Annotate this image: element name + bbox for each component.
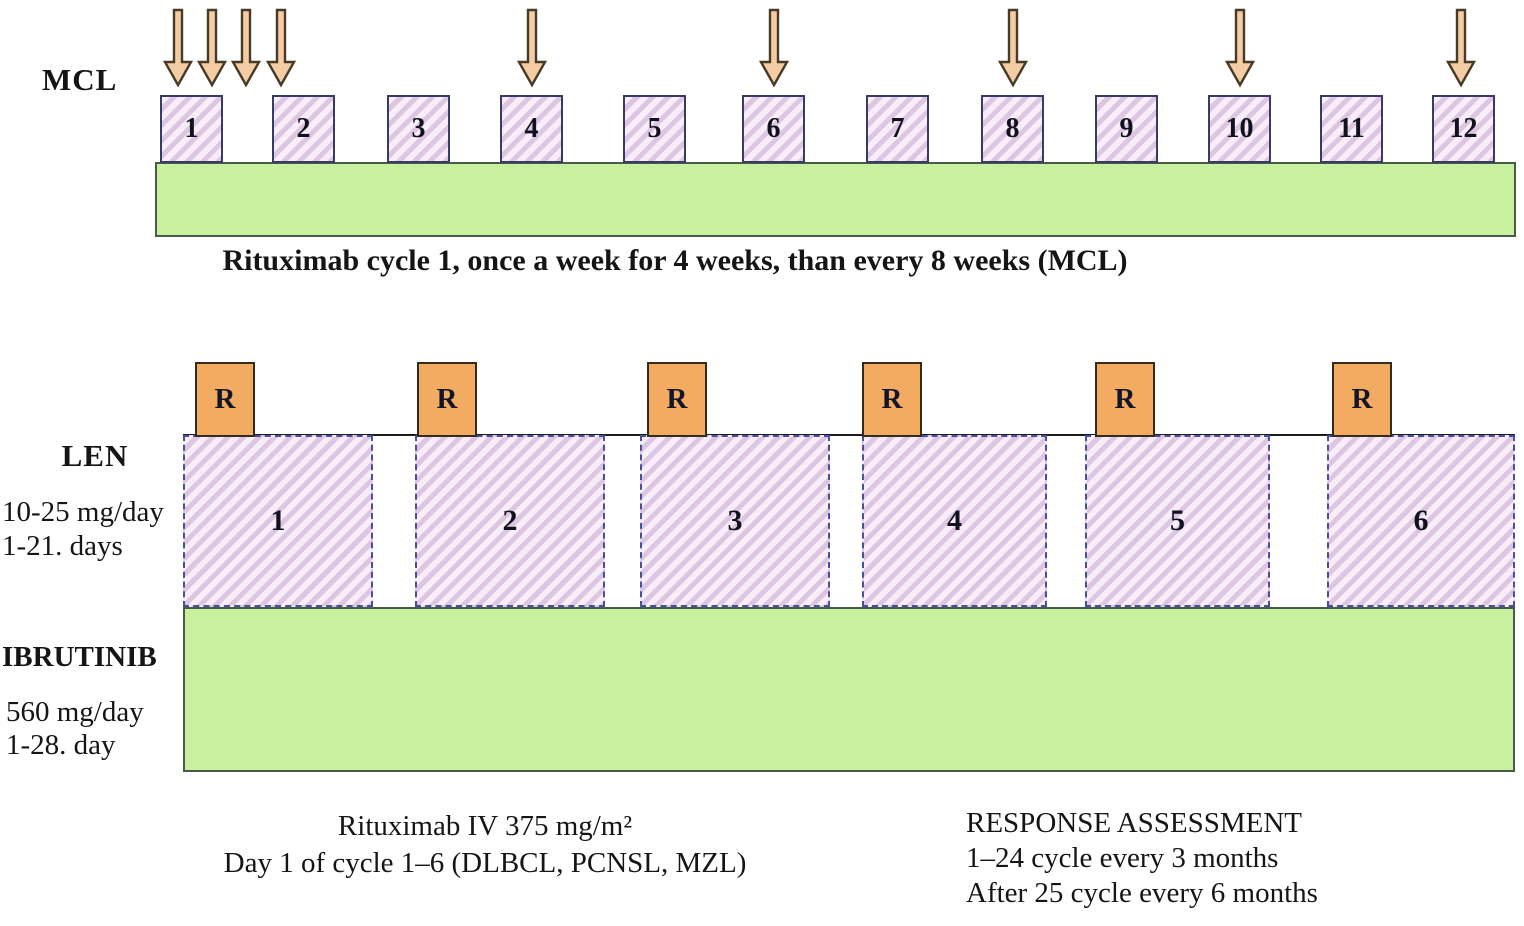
rituximab-iv-caption-line2: Day 1 of cycle 1–6 (DLBCL, PCNSL, MZL) <box>223 847 747 879</box>
rituximab-r-box: R <box>647 362 707 437</box>
response-assessment-title: RESPONSE ASSESSMENT <box>966 807 1303 839</box>
rituximab-dose-arrow-icon <box>231 8 261 88</box>
len-cycle-box: 3 <box>640 435 830 607</box>
mcl-cycle-number: 8 <box>1005 113 1020 144</box>
mcl-cycle-box: 9 <box>1095 95 1158 163</box>
mcl-cycle-box: 2 <box>272 95 335 163</box>
mcl-cycle-number: 11 <box>1338 113 1365 144</box>
mcl-cycle-box: 8 <box>981 95 1044 163</box>
len-cycle-number: 4 <box>947 504 962 537</box>
len-cycle-box: 4 <box>862 435 1047 607</box>
rituximab-r-box: R <box>1332 362 1392 437</box>
rituximab-dose-arrow-icon <box>197 8 227 88</box>
mcl-cycle-number: 5 <box>647 113 662 144</box>
mcl-cycle-box: 1 <box>160 95 223 163</box>
mcl-cycle-number: 4 <box>524 113 539 144</box>
len-cycle-number: 1 <box>270 504 286 537</box>
mcl-cycle-box: 3 <box>387 95 450 163</box>
rituximab-r-label: R <box>1351 383 1373 415</box>
rituximab-dose-arrow-icon <box>998 8 1028 88</box>
ibrutinib-label: IBRUTINIB <box>2 641 157 673</box>
rituximab-r-box: R <box>417 362 477 437</box>
rituximab-r-label: R <box>666 383 688 415</box>
len-cycle-number: 2 <box>502 504 518 537</box>
len-cycle-box: 6 <box>1327 435 1515 607</box>
mcl-cycle-number: 3 <box>411 113 426 144</box>
ibrutinib-bar <box>183 607 1515 772</box>
mcl-cycle-number: 7 <box>890 113 905 144</box>
mcl-cycle-box: 5 <box>623 95 686 163</box>
mcl-cycle-number: 9 <box>1119 113 1134 144</box>
len-row-topline <box>183 434 1515 436</box>
mcl-cycle-number: 1 <box>184 113 199 144</box>
ibrutinib-dose-label: 560 mg/day <box>6 696 144 728</box>
response-assessment-line3: After 25 cycle every 6 months <box>966 877 1318 909</box>
mcl-cycle-number: 10 <box>1225 113 1254 144</box>
rituximab-iv-caption: Rituximab IV 375 mg/m² Day 1 of cycle 1–… <box>185 808 785 882</box>
rituximab-dose-arrow-icon <box>517 8 547 88</box>
mcl-cycle-number: 6 <box>766 113 781 144</box>
ibrutinib-days-label: 1-28. day <box>6 729 116 761</box>
len-cycle-number: 3 <box>727 504 743 537</box>
mcl-cycle-box: 4 <box>500 95 563 163</box>
rituximab-r-label: R <box>214 383 236 415</box>
mcl-cycle-box: 6 <box>742 95 805 163</box>
len-cycle-number: 6 <box>1413 504 1429 537</box>
rituximab-dose-arrow-icon <box>1225 8 1255 88</box>
mcl-label: MCL <box>42 62 118 97</box>
mcl-cycle-number: 2 <box>296 113 311 144</box>
mcl-cycle-box: 12 <box>1432 95 1495 163</box>
rituximab-r-box: R <box>1095 362 1155 437</box>
rituximab-iv-caption-line1: Rituximab IV 375 mg/m² <box>337 810 633 842</box>
rituximab-r-box: R <box>195 362 255 437</box>
len-cycle-box: 2 <box>415 435 605 607</box>
rituximab-dose-arrow-icon <box>759 8 789 88</box>
len-cycle-number: 5 <box>1170 504 1185 537</box>
len-days-label: 1-21. days <box>2 530 123 562</box>
mcl-cycle-number: 12 <box>1449 113 1478 144</box>
rituximab-dose-arrow-icon <box>163 8 193 88</box>
rituximab-r-label: R <box>436 383 458 415</box>
len-label: LEN <box>61 438 129 473</box>
mcl-cycle-box: 10 <box>1208 95 1271 163</box>
len-cycle-box: 5 <box>1085 435 1270 607</box>
rituximab-r-box: R <box>862 362 922 437</box>
len-dose-label: 10-25 mg/day <box>2 496 164 528</box>
mcl-caption: Rituximab cycle 1, once a week for 4 wee… <box>222 244 1128 277</box>
response-assessment-line2: 1–24 cycle every 3 months <box>966 842 1279 874</box>
rituximab-r-label: R <box>881 383 903 415</box>
rituximab-dose-arrow-icon <box>1446 8 1476 88</box>
mcl-cycle-box: 11 <box>1320 95 1383 163</box>
rituximab-dose-arrow-icon <box>266 8 296 88</box>
mcl-cycle-box: 7 <box>866 95 929 163</box>
rituximab-r-label: R <box>1114 383 1136 415</box>
len-cycle-box: 1 <box>183 435 373 607</box>
response-assessment-caption: RESPONSE ASSESSMENT 1–24 cycle every 3 m… <box>966 806 1318 911</box>
mcl-rituximab-bar <box>155 162 1516 237</box>
